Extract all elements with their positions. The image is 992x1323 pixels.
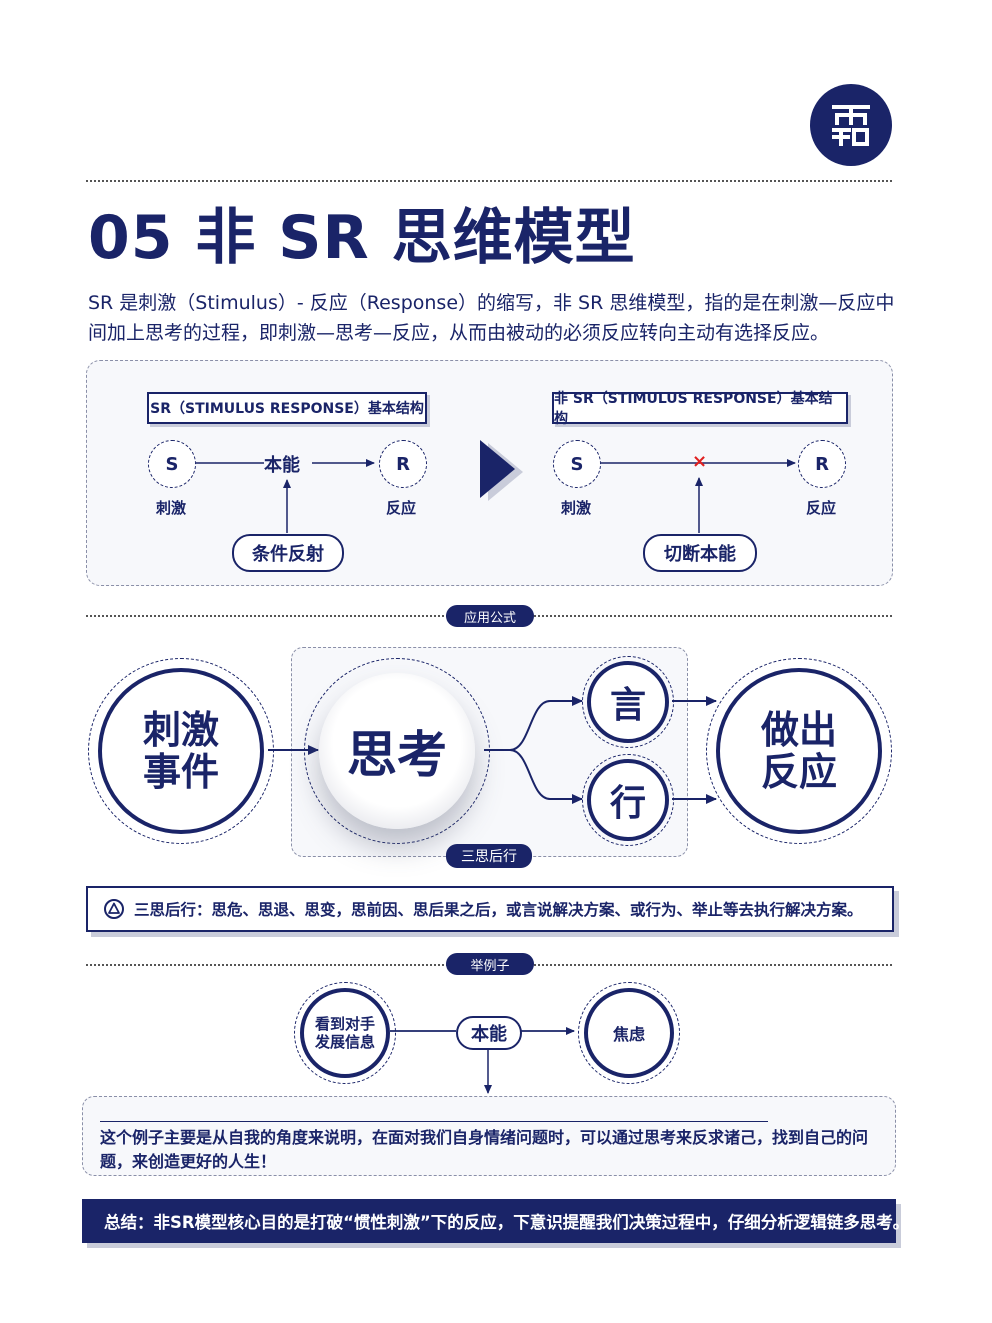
non-sr-structure-label: 非 SR（STIMULUS RESPONSE）基本结构 <box>552 391 848 427</box>
observe-rival-node: 看到对手 发展信息 <box>300 988 390 1078</box>
response-result-ring: 做出 反应 <box>706 658 892 844</box>
summary-bar: 总结：非SR模型核心目的是打破“惯性刺激”下的反应，下意识提醒我们决策过程中，仔… <box>82 1199 909 1243</box>
think-ring: 思考 <box>304 658 490 844</box>
example-lines <box>390 1027 575 1094</box>
stimulus-node-right: S <box>553 440 601 488</box>
stimulus-event-ring: 刺激 事件 <box>88 658 274 844</box>
sr-structure-label: SR（STIMULUS RESPONSE）基本结构 <box>147 392 427 424</box>
example-explanation-rule <box>100 1121 768 1122</box>
example-tag: 举例子 <box>446 953 534 975</box>
think-node: 思考 <box>319 673 475 829</box>
response-caption-right: 反应 <box>806 499 837 517</box>
formula-tag: 应用公式 <box>446 605 534 627</box>
think-twice-note: 三思后行：思危、思退、思变，思前因、思后果之后，或言说解决方案、或行为、举止等去… <box>86 886 894 932</box>
cut-mark-icon: × <box>692 451 708 472</box>
think-twice-note-text: 三思后行：思危、思退、思变，思前因、思后果之后，或言说解决方案、或行为、举止等去… <box>134 901 863 919</box>
page-title: 05 非 SR 思维模型 <box>88 203 636 273</box>
example-explanation-box <box>82 1096 896 1176</box>
conditioned-reflex-pill: 条件反射 <box>232 534 344 572</box>
formula-lines <box>268 696 717 804</box>
anxiety-node: 焦虑 <box>584 988 674 1078</box>
instinct-label-left: 本能 <box>264 455 300 476</box>
response-caption-left: 反应 <box>386 499 417 517</box>
observe-rival-ring: 看到对手 发展信息 <box>294 982 396 1084</box>
stimulus-caption-left: 刺激 <box>156 499 187 517</box>
brand-logo-icon <box>832 105 870 146</box>
summary-text: 总结：非SR模型核心目的是打破“惯性刺激”下的反应，下意识提醒我们决策过程中，仔… <box>104 1213 910 1232</box>
act-ring: 行 <box>582 754 674 846</box>
think-twice-tag: 三思后行 <box>446 844 532 868</box>
stimulus-node-left: S <box>148 440 196 488</box>
transition-arrow-icon <box>480 440 515 498</box>
intro-text: SR 是刺激（Stimulus）- 反应（Response）的缩写，非 SR 思… <box>88 292 895 344</box>
stimulus-event-node: 刺激 事件 <box>98 668 264 834</box>
cut-instinct-pill: 切断本能 <box>643 534 757 572</box>
example-explanation-text: 这个例子主要是从自我的角度来说明，在面对我们自身情绪问题时，可以通过思考来反求诸… <box>100 1128 869 1171</box>
speak-ring: 言 <box>582 656 674 748</box>
example-instinct-pill: 本能 <box>456 1016 522 1050</box>
warning-icon <box>104 899 124 919</box>
brand-logo <box>810 84 892 166</box>
top-divider <box>86 180 892 182</box>
stimulus-caption-right: 刺激 <box>561 499 592 517</box>
sr-diagram-lines <box>196 440 796 533</box>
response-node-left: R <box>379 440 427 488</box>
speak-node: 言 <box>587 661 669 743</box>
anxiety-ring: 焦虑 <box>578 982 680 1084</box>
act-node: 行 <box>587 759 669 841</box>
response-node-right: R <box>798 440 846 488</box>
response-result-node: 做出 反应 <box>716 668 882 834</box>
